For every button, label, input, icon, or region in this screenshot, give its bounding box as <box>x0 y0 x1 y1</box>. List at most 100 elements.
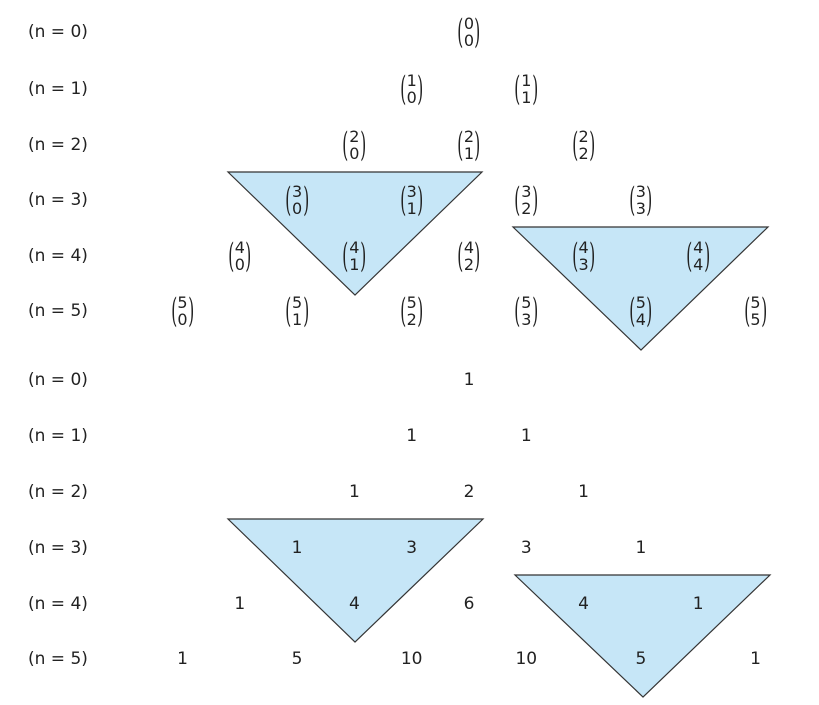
value-2-0: 1 <box>348 482 360 502</box>
binomial-top: 5 <box>177 293 188 312</box>
value-5-5: 1 <box>750 649 761 669</box>
value-4-3: 4 <box>578 594 590 614</box>
value-3-3: 1 <box>635 538 647 558</box>
value-3-0: 1 <box>291 538 303 558</box>
left-paren: ( <box>457 12 464 52</box>
binomial-bottom: 0 <box>406 88 417 107</box>
right-paren: ) <box>532 69 539 109</box>
left-paren: ( <box>399 69 406 109</box>
right-paren: ) <box>703 236 710 276</box>
highlight-triangle-3 <box>513 574 772 698</box>
value-4-2: 6 <box>463 594 475 614</box>
binomial-top: 4 <box>463 238 475 257</box>
row-label-binom-2: (n = 2) <box>28 135 88 155</box>
binomial-bottom: 0 <box>177 310 188 329</box>
row-label-binom-4: (n = 4) <box>28 246 88 266</box>
left-paren: ( <box>571 125 578 165</box>
left-paren: ( <box>743 291 750 331</box>
left-paren: ( <box>228 236 235 276</box>
right-paren: ) <box>474 125 481 165</box>
left-paren: ( <box>342 125 349 165</box>
left-paren: ( <box>457 125 464 165</box>
row-label-num-4: (n = 4) <box>28 594 88 614</box>
binomial-bottom: 2 <box>578 144 589 163</box>
binomial-bottom: 3 <box>521 310 532 329</box>
binomial-bottom: 2 <box>406 310 417 329</box>
value-4-1: 4 <box>348 594 360 614</box>
binomial-top: 3 <box>292 182 303 201</box>
left-paren: ( <box>514 291 521 331</box>
binomial-top: 2 <box>578 127 589 146</box>
row-label-num-0: (n = 0) <box>28 370 88 390</box>
binomial-top: 4 <box>693 238 704 257</box>
binomial-bottom: 1 <box>521 88 532 107</box>
right-paren: ) <box>417 291 424 331</box>
right-paren: ) <box>474 236 481 276</box>
row-label-num-1: (n = 1) <box>28 426 88 446</box>
binomial-top: 3 <box>406 182 417 201</box>
binomial-bottom: 0 <box>292 199 303 218</box>
binomial-bottom: 0 <box>463 31 475 50</box>
binomial-top: 5 <box>292 293 303 312</box>
left-paren: ( <box>399 291 406 331</box>
left-paren: ( <box>342 236 349 276</box>
right-paren: ) <box>646 291 653 331</box>
value-1-0: 1 <box>406 426 418 446</box>
binomial-top: 5 <box>635 293 646 312</box>
left-paren: ( <box>170 291 177 331</box>
value-5-3: 10 <box>515 649 538 669</box>
binomial-bottom: 2 <box>463 255 475 274</box>
right-paren: ) <box>417 180 424 220</box>
left-paren: ( <box>399 180 406 220</box>
right-paren: ) <box>360 125 367 165</box>
value-5-1: 5 <box>291 649 303 669</box>
value-5-0: 1 <box>177 649 188 669</box>
left-paren: ( <box>514 180 521 220</box>
row-label-num-3: (n = 3) <box>28 538 88 558</box>
binomial-bottom: 0 <box>234 255 245 274</box>
binomial-bottom: 4 <box>635 310 646 329</box>
row-label-num-2: (n = 2) <box>28 482 88 502</box>
right-paren: ) <box>532 180 539 220</box>
binomial-bottom: 0 <box>349 144 360 163</box>
value-5-2: 10 <box>400 649 423 669</box>
value-3-1: 3 <box>406 538 418 558</box>
value-1-1: 1 <box>520 426 532 446</box>
right-paren: ) <box>646 180 653 220</box>
binomial-bottom: 5 <box>750 310 761 329</box>
binomial-top: 4 <box>234 238 245 257</box>
row-label-binom-0: (n = 0) <box>28 22 88 42</box>
right-paren: ) <box>417 69 424 109</box>
binomial-top: 3 <box>635 182 646 201</box>
value-5-4: 5 <box>635 649 647 669</box>
